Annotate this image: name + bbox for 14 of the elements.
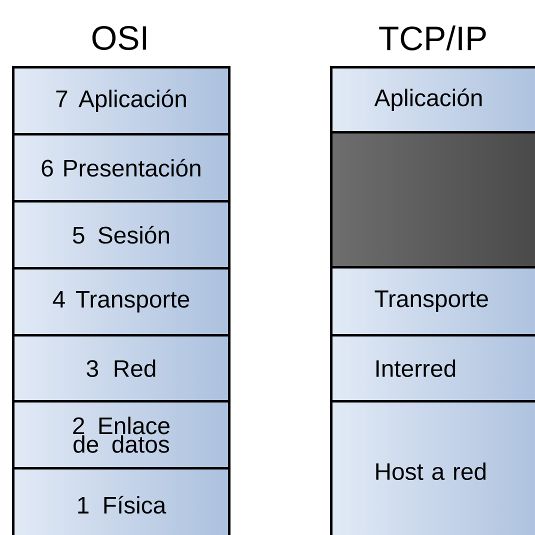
layer-box: 4 Transporte <box>12 267 230 336</box>
layer-box: Host a red <box>330 400 535 535</box>
layer-box: 1 Física <box>12 467 230 535</box>
layer-box: 3 Red <box>12 334 230 402</box>
layer-box: 5 Sesión <box>12 200 230 270</box>
layer-box: 6 Presentación <box>12 133 230 202</box>
layer-box: Transporte <box>330 266 535 336</box>
shaded-box <box>330 131 535 268</box>
layer-box: 7 Aplicación <box>12 66 230 136</box>
layer-box: Aplicación <box>330 66 535 134</box>
column-title: OSI <box>92 26 146 50</box>
layer-box: Interred <box>330 334 535 402</box>
layer-box: 2 Enlace de datos <box>12 400 230 470</box>
column-title: TCP/IP <box>379 26 486 50</box>
